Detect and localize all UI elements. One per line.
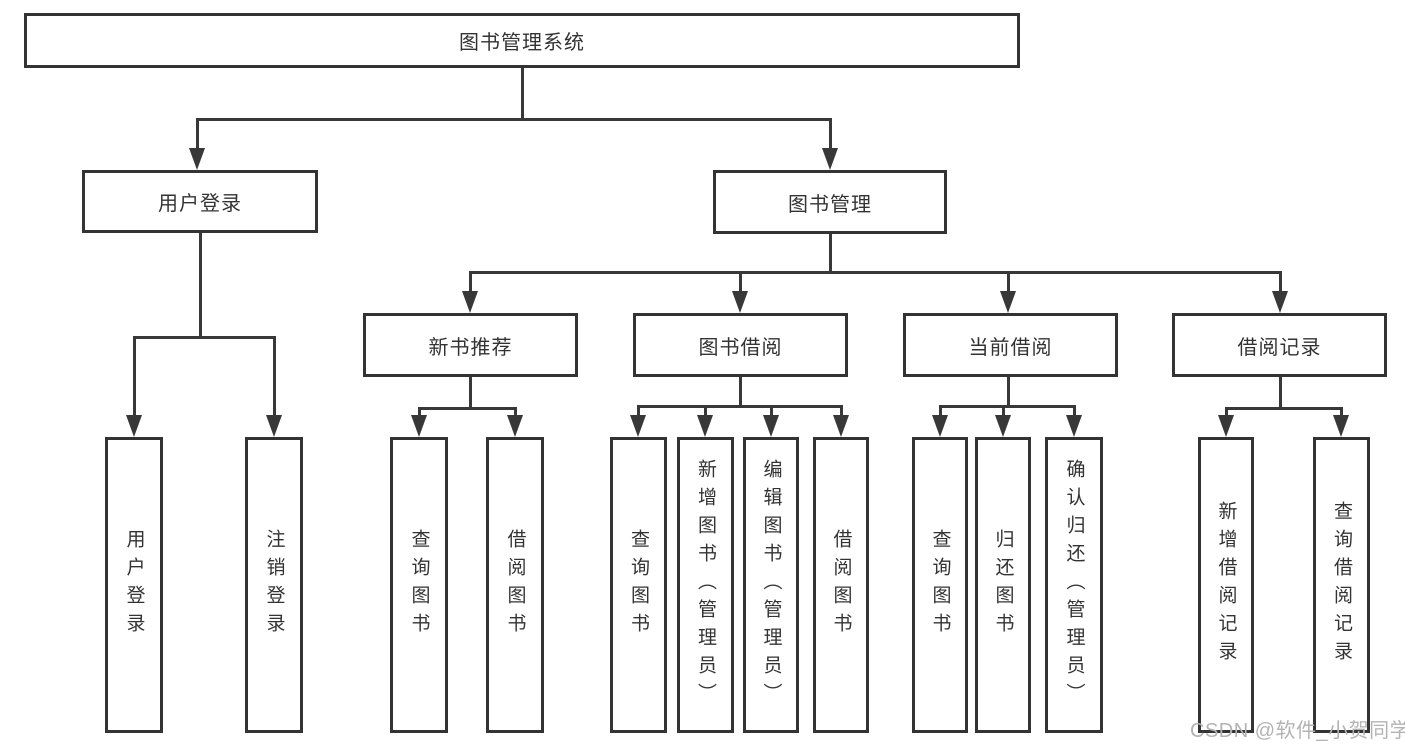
connector-5-arrow-2-arrowhead-icon bbox=[1066, 415, 1082, 437]
node-root: 图书管理系统 bbox=[24, 13, 1020, 68]
connector-6-bar bbox=[1224, 406, 1343, 410]
connector-6-arrow-1-arrowhead-icon bbox=[1333, 415, 1349, 437]
node-label-current-borrow: 当前借阅 bbox=[968, 336, 1053, 359]
connector-4-arrow-1-arrowhead-icon bbox=[697, 415, 713, 437]
node-leaf-edit-book-admin: 编辑图书（管理员） bbox=[743, 437, 799, 733]
connector-1-stem bbox=[198, 233, 202, 337]
node-leaf-logout: 注销登录 bbox=[245, 437, 303, 733]
connector-2-arrow-2-arrowhead-icon bbox=[1000, 291, 1016, 313]
connector-2-arrow-1-arrowhead-icon bbox=[732, 291, 748, 313]
connector-4-arrow-0-shaft bbox=[636, 406, 640, 419]
connector-4-arrow-1-shaft bbox=[703, 406, 707, 419]
node-label-leaf-return-book: 归还图书 bbox=[992, 529, 1014, 641]
node-leaf-query-book-3: 查询图书 bbox=[912, 437, 968, 733]
node-label-leaf-add-borrow-record: 新增借阅记录 bbox=[1215, 501, 1237, 669]
connector-4-arrow-2-arrowhead-icon bbox=[763, 415, 779, 437]
node-leaf-user-login: 用户登录 bbox=[105, 437, 163, 733]
node-label-leaf-query-book-3: 查询图书 bbox=[929, 529, 951, 641]
connector-6-arrow-0-shaft bbox=[1224, 408, 1228, 419]
node-label-leaf-borrow-book-1: 借阅图书 bbox=[504, 529, 526, 641]
connector-4-arrow-3-shaft bbox=[839, 406, 843, 419]
connector-6-arrow-0-arrowhead-icon bbox=[1218, 415, 1234, 437]
node-label-user-login-group: 用户登录 bbox=[158, 193, 242, 215]
connector-2-arrow-0-arrowhead-icon bbox=[462, 291, 478, 313]
node-label-borrow-records: 借阅记录 bbox=[1237, 336, 1322, 359]
node-current-borrow: 当前借阅 bbox=[903, 313, 1118, 377]
connector-4-arrow-2-shaft bbox=[769, 406, 773, 419]
node-leaf-borrow-book-2: 借阅图书 bbox=[813, 437, 869, 733]
node-label-leaf-confirm-return: 确认归还（管理员） bbox=[1063, 459, 1085, 711]
node-borrow-records: 借阅记录 bbox=[1172, 313, 1387, 377]
node-label-book-borrow: 图书借阅 bbox=[698, 336, 783, 359]
connector-4-arrow-3-arrowhead-icon bbox=[833, 415, 849, 437]
connector-3-arrow-0-arrowhead-icon bbox=[411, 415, 427, 437]
connector-0-arrow-0-arrowhead-icon bbox=[189, 148, 205, 170]
node-label-leaf-query-borrow-record: 查询借阅记录 bbox=[1331, 501, 1352, 669]
node-label-leaf-query-book-2: 查询图书 bbox=[628, 529, 649, 641]
connector-3-stem bbox=[468, 377, 472, 408]
connector-3-bar bbox=[417, 406, 517, 410]
connector-2-bar bbox=[468, 270, 1282, 274]
connector-2-arrow-2-shaft bbox=[1006, 272, 1010, 295]
connector-5-arrow-1-shaft bbox=[1001, 406, 1005, 419]
watermark: CSDN @软件_小贺同学 bbox=[1190, 720, 1405, 742]
connector-5-stem bbox=[1006, 377, 1010, 406]
connector-0-arrow-1-arrowhead-icon bbox=[822, 148, 838, 170]
node-leaf-return-book: 归还图书 bbox=[975, 437, 1031, 733]
node-new-book-recommend: 新书推荐 bbox=[363, 313, 578, 377]
connector-2-arrow-3-arrowhead-icon bbox=[1272, 291, 1288, 313]
node-label-root: 图书管理系统 bbox=[459, 32, 585, 54]
node-user-login-group: 用户登录 bbox=[82, 170, 318, 233]
node-leaf-query-book-1: 查询图书 bbox=[390, 437, 448, 733]
connector-6-stem bbox=[1278, 377, 1282, 408]
connector-0-bar bbox=[195, 117, 832, 121]
connector-2-arrow-1-shaft bbox=[738, 272, 742, 295]
node-label-leaf-edit-book-admin: 编辑图书（管理员） bbox=[760, 459, 782, 711]
connector-0-stem bbox=[520, 68, 524, 119]
node-label-leaf-query-book-1: 查询图书 bbox=[408, 529, 430, 641]
connector-0-arrow-1-shaft bbox=[828, 119, 832, 152]
connector-3-arrow-1-shaft bbox=[513, 408, 517, 419]
connector-5-bar bbox=[938, 404, 1076, 408]
node-label-leaf-logout: 注销登录 bbox=[263, 529, 285, 641]
node-label-leaf-add-book-admin: 新增图书（管理员） bbox=[695, 459, 716, 711]
connector-5-arrow-0-shaft bbox=[938, 406, 942, 419]
node-leaf-query-book-2: 查询图书 bbox=[610, 437, 667, 733]
node-label-leaf-user-login: 用户登录 bbox=[123, 529, 145, 641]
connector-1-arrow-0-arrowhead-icon bbox=[126, 415, 142, 437]
connector-4-bar bbox=[636, 404, 843, 408]
connector-3-arrow-1-arrowhead-icon bbox=[507, 415, 523, 437]
connector-5-arrow-2-shaft bbox=[1072, 406, 1076, 419]
connector-2-arrow-0-shaft bbox=[468, 272, 472, 295]
connector-1-arrow-1-arrowhead-icon bbox=[266, 415, 282, 437]
node-leaf-confirm-return: 确认归还（管理员） bbox=[1045, 437, 1103, 733]
node-leaf-add-book-admin: 新增图书（管理员） bbox=[677, 437, 734, 733]
connector-1-bar bbox=[132, 335, 276, 339]
connector-4-arrow-0-arrowhead-icon bbox=[630, 415, 646, 437]
connector-6-arrow-1-shaft bbox=[1339, 408, 1343, 419]
connector-4-stem bbox=[738, 377, 742, 406]
connector-2-stem bbox=[828, 234, 832, 272]
node-label-leaf-borrow-book-2: 借阅图书 bbox=[830, 529, 852, 641]
node-label-book-management: 图书管理 bbox=[788, 193, 872, 216]
node-book-borrow: 图书借阅 bbox=[633, 313, 848, 377]
node-leaf-borrow-book-1: 借阅图书 bbox=[486, 437, 544, 733]
connector-2-arrow-3-shaft bbox=[1278, 272, 1282, 295]
node-leaf-query-borrow-record: 查询借阅记录 bbox=[1313, 437, 1370, 733]
connector-3-arrow-0-shaft bbox=[417, 408, 421, 419]
connector-5-arrow-1-arrowhead-icon bbox=[995, 415, 1011, 437]
connector-1-arrow-1-shaft bbox=[272, 337, 276, 419]
node-label-new-book-recommend: 新书推荐 bbox=[428, 336, 513, 359]
connector-0-arrow-0-shaft bbox=[195, 119, 199, 152]
connector-1-arrow-0-shaft bbox=[132, 337, 136, 419]
connector-5-arrow-0-arrowhead-icon bbox=[932, 415, 948, 437]
node-leaf-add-borrow-record: 新增借阅记录 bbox=[1198, 437, 1254, 733]
node-book-management: 图书管理 bbox=[713, 170, 947, 234]
